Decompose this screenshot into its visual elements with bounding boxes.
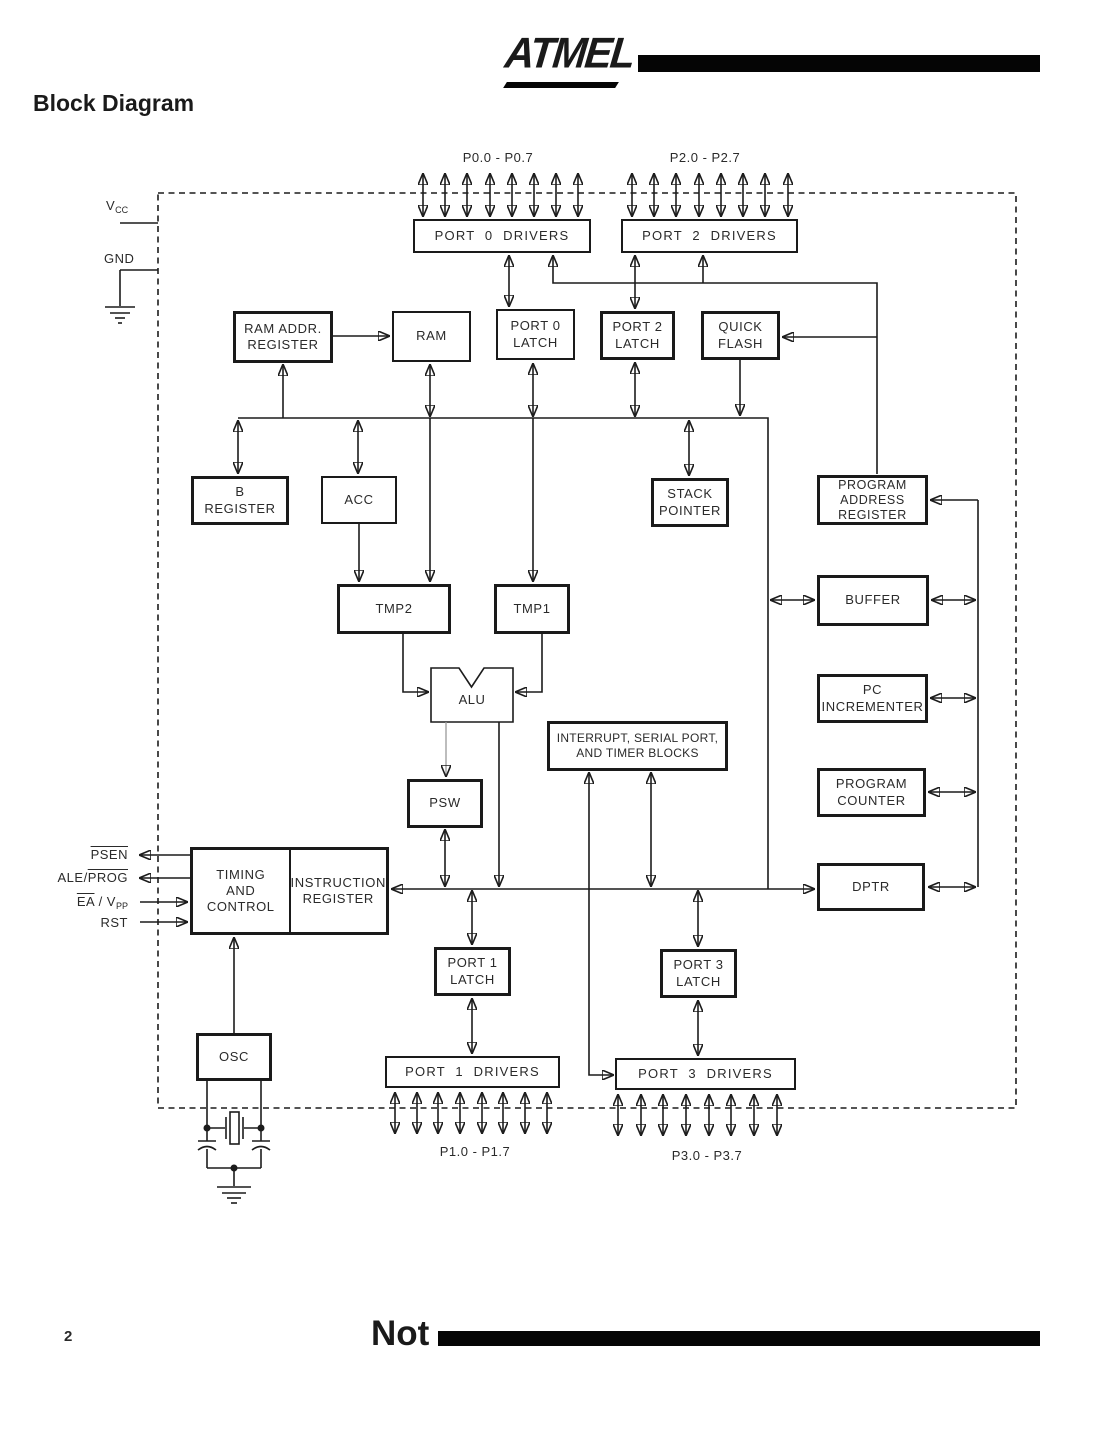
- block-port2-drivers: PORT 2 DRIVERS: [621, 219, 798, 253]
- block-port1-latch: PORT 1 LATCH: [434, 947, 511, 996]
- block-psw: PSW: [407, 779, 483, 828]
- block-port2-latch: PORT 2 LATCH: [600, 311, 675, 360]
- block-buffer: BUFFER: [817, 575, 929, 626]
- interrupt-p3drivers-wire: [589, 773, 613, 1075]
- port1-pin-arrows: [395, 1093, 547, 1133]
- block-tmp1: TMP1: [494, 584, 570, 634]
- chip-boundary: [157, 192, 1017, 1109]
- block-alu-label: ALU: [458, 692, 486, 707]
- block-stack-pointer: STACK POINTER: [651, 478, 729, 527]
- ea-vpp-pin-label: EA / VPP: [76, 894, 128, 911]
- port2-pin-arrows: [632, 174, 788, 216]
- page-number: 2: [64, 1328, 73, 1345]
- block-program-address-register: PROGRAM ADDRESS REGISTER: [817, 475, 928, 525]
- block-ram-addr-register: RAM ADDR. REGISTER: [233, 311, 333, 363]
- control-pin-wires: [140, 855, 190, 922]
- alu-shape: [430, 667, 514, 723]
- block-dptr: DPTR: [817, 863, 925, 911]
- block-tmp2: TMP2: [337, 584, 451, 634]
- block-timing-instruction-group: TIMING AND CONTROL INSTRUCTION REGISTER: [190, 847, 389, 935]
- tmp2-alu-wire: [402, 634, 428, 692]
- vcc-pin-label: VCC: [106, 198, 129, 215]
- block-ram: RAM: [392, 311, 471, 362]
- footer-rule-bar: [438, 1331, 1040, 1346]
- block-port3-latch: PORT 3 LATCH: [660, 949, 737, 998]
- page-title: Block Diagram: [33, 90, 195, 116]
- block-port0-latch: PORT 0 LATCH: [496, 309, 575, 360]
- port0-pin-arrows: [423, 174, 578, 216]
- osc-ground-icon: [217, 1186, 251, 1204]
- gnd-pin-label: GND: [104, 251, 135, 266]
- p1-range-label: P1.0 - P1.7: [439, 1144, 511, 1159]
- block-pc-incrementer: PC INCREMENTER: [817, 674, 928, 723]
- block-quick-flash: QUICK FLASH: [701, 311, 780, 360]
- flash-feedback-wires: [553, 256, 878, 474]
- psen-pin-label: PSEN: [90, 847, 128, 862]
- tmp1-alu-wire: [516, 634, 543, 692]
- block-port1-drivers: PORT 1 DRIVERS: [385, 1056, 560, 1088]
- block-timing-control: TIMING AND CONTROL: [206, 866, 275, 915]
- crystal-circuit: [197, 1081, 271, 1204]
- block-acc: ACC: [321, 476, 397, 524]
- vcc-gnd-wires: [105, 222, 158, 324]
- header-rule-bar: [638, 55, 1040, 72]
- port3-pin-arrows: [618, 1095, 777, 1135]
- block-port0-drivers: PORT 0 DRIVERS: [413, 219, 591, 253]
- block-port3-drivers: PORT 3 DRIVERS: [615, 1058, 796, 1090]
- block-osc: OSC: [196, 1033, 272, 1081]
- p3-range-label: P3.0 - P3.7: [671, 1148, 743, 1163]
- block-interrupt-serial-timer: INTERRUPT, SERIAL PORT, AND TIMER BLOCKS: [547, 721, 728, 771]
- block-program-counter: PROGRAM COUNTER: [817, 768, 926, 817]
- footer-text: Not: [371, 1314, 430, 1353]
- crystal-icon: [229, 1111, 240, 1145]
- ale-prog-pin-label: ALE/PROG: [57, 870, 128, 885]
- internal-bus: [238, 417, 769, 889]
- block-instruction-register: INSTRUCTION REGISTER: [288, 850, 387, 932]
- p2-range-label: P2.0 - P2.7: [669, 150, 741, 165]
- ground-icon: [105, 306, 135, 324]
- block-b-register: B REGISTER: [191, 476, 289, 525]
- rst-pin-label: RST: [100, 915, 128, 930]
- p0-range-label: P0.0 - P0.7: [462, 150, 534, 165]
